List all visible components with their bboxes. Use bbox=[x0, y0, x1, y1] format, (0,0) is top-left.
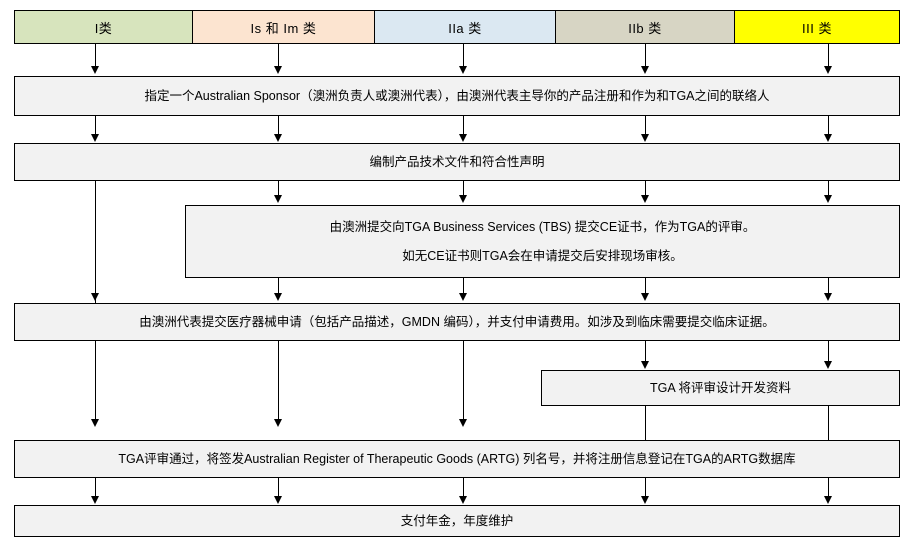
connector-line-c2-c bbox=[278, 181, 279, 197]
connector-line-c5-a bbox=[828, 44, 829, 68]
step-box-application: 由澳洲代表提交医疗器械申请（包括产品描述，GMDN 编码），并支付申请费用。如涉… bbox=[14, 303, 900, 341]
step-text-design-review: TGA 将评审设计开发资料 bbox=[650, 380, 791, 395]
connector-arrow-c5-d bbox=[824, 293, 832, 301]
connector-arrow-c1-a bbox=[91, 66, 99, 74]
step-box-artg-listing: TGA评审通过，将签发Australian Register of Therap… bbox=[14, 440, 900, 478]
category-label-class-2b: IIb 类 bbox=[628, 20, 662, 36]
category-cell-class-3: III 类 bbox=[735, 11, 899, 43]
connector-line-c2-d bbox=[278, 278, 279, 295]
connector-arrow-c3-c bbox=[459, 195, 467, 203]
connector-arrow-c3-f bbox=[459, 419, 467, 427]
connector-arrow-c2-a bbox=[274, 66, 282, 74]
step-box-annual-fee: 支付年金，年度维护 bbox=[14, 505, 900, 537]
step-text-application: 由澳洲代表提交医疗器械申请（包括产品描述，GMDN 编码），并支付申请费用。如涉… bbox=[139, 314, 775, 329]
category-label-class-is-im: Is 和 Im 类 bbox=[250, 20, 317, 36]
category-header-row: I类 Is 和 Im 类 IIa 类 IIb 类 III 类 bbox=[14, 10, 900, 44]
connector-arrow-c4-a bbox=[641, 66, 649, 74]
connector-line-c4-b bbox=[645, 116, 646, 136]
step-text-ce-certificate-1: 由澳洲提交向TGA Business Services (TBS) 提交CE证书… bbox=[329, 220, 756, 235]
connector-line-c1-b bbox=[95, 116, 96, 136]
category-label-class-2a: IIa 类 bbox=[448, 20, 482, 36]
connector-arrow-c5-b bbox=[824, 134, 832, 142]
connector-arrow-c4-c bbox=[641, 195, 649, 203]
connector-arrow-c1-f bbox=[91, 419, 99, 427]
step-text-sponsor: 指定一个Australian Sponsor（澳洲负责人或澳洲代表），由澳洲代表… bbox=[144, 88, 770, 103]
connector-arrow-c5-a bbox=[824, 66, 832, 74]
connector-line-c3-c bbox=[463, 181, 464, 197]
step-box-ce-certificate: 由澳洲提交向TGA Business Services (TBS) 提交CE证书… bbox=[185, 205, 900, 278]
connector-line-c4-d bbox=[645, 278, 646, 295]
connector-arrow-c2-f bbox=[274, 419, 282, 427]
connector-arrow-c3-b bbox=[459, 134, 467, 142]
connector-arrow-c2-g bbox=[274, 496, 282, 504]
connector-arrow-c1-b bbox=[91, 134, 99, 142]
connector-arrow-c2-b bbox=[274, 134, 282, 142]
connector-arrow-c3-g bbox=[459, 496, 467, 504]
connector-arrow-c1-d bbox=[91, 293, 99, 301]
connector-arrow-c5-e bbox=[824, 361, 832, 369]
connector-line-c3-g bbox=[463, 478, 464, 498]
category-label-class-3: III 类 bbox=[802, 20, 832, 36]
connector-line-c4-e bbox=[645, 341, 646, 363]
connector-line-c1-g bbox=[95, 478, 96, 498]
connector-arrow-c4-b bbox=[641, 134, 649, 142]
connector-line-c1-a bbox=[95, 44, 96, 68]
connector-arrow-c3-d bbox=[459, 293, 467, 301]
category-cell-class-2a: IIa 类 bbox=[375, 11, 556, 43]
category-label-class-1: I类 bbox=[94, 20, 113, 36]
connector-arrow-c2-d bbox=[274, 293, 282, 301]
connector-line-c5-b bbox=[828, 116, 829, 136]
connector-line-c5-d bbox=[828, 278, 829, 295]
connector-line-c5-g bbox=[828, 478, 829, 498]
category-cell-class-is-im: Is 和 Im 类 bbox=[193, 11, 375, 43]
step-text-ce-certificate-2: 如无CE证书则TGA会在申请提交后安排现场审核。 bbox=[402, 248, 683, 263]
connector-line-c3-d bbox=[463, 278, 464, 295]
connector-arrow-c2-c bbox=[274, 195, 282, 203]
connector-line-c4-a bbox=[645, 44, 646, 68]
connector-arrow-c5-g bbox=[824, 496, 832, 504]
connector-arrow-c5-c bbox=[824, 195, 832, 203]
connector-line-c2-g bbox=[278, 478, 279, 498]
connector-line-c1-bypass-ce bbox=[95, 181, 96, 303]
connector-line-c2-bypass-design bbox=[278, 341, 279, 421]
connector-arrow-c4-g bbox=[641, 496, 649, 504]
connector-line-c5-c bbox=[828, 181, 829, 197]
connector-arrow-c1-g bbox=[91, 496, 99, 504]
category-cell-class-2b: IIb 类 bbox=[556, 11, 735, 43]
connector-line-c4-f bbox=[645, 406, 646, 440]
connector-line-c2-a bbox=[278, 44, 279, 68]
connector-line-c4-g bbox=[645, 478, 646, 498]
connector-line-c1-bypass-design bbox=[95, 341, 96, 421]
category-cell-class-1: I类 bbox=[15, 11, 193, 43]
step-box-technical-file: 编制产品技术文件和符合性声明 bbox=[14, 143, 900, 181]
connector-line-c2-b bbox=[278, 116, 279, 136]
connector-arrow-c4-e bbox=[641, 361, 649, 369]
connector-line-c3-bypass-design bbox=[463, 341, 464, 421]
step-text-annual-fee: 支付年金，年度维护 bbox=[400, 513, 514, 528]
step-text-artg-listing: TGA评审通过，将签发Australian Register of Therap… bbox=[118, 451, 796, 466]
connector-arrow-c4-d bbox=[641, 293, 649, 301]
connector-line-c5-f bbox=[828, 406, 829, 440]
connector-line-c4-c bbox=[645, 181, 646, 197]
step-box-sponsor: 指定一个Australian Sponsor（澳洲负责人或澳洲代表），由澳洲代表… bbox=[14, 76, 900, 116]
connector-line-c3-b bbox=[463, 116, 464, 136]
connector-arrow-c3-a bbox=[459, 66, 467, 74]
step-box-design-review: TGA 将评审设计开发资料 bbox=[541, 370, 900, 406]
connector-line-c3-a bbox=[463, 44, 464, 68]
step-text-technical-file: 编制产品技术文件和符合性声明 bbox=[369, 154, 545, 169]
connector-line-c5-e bbox=[828, 341, 829, 363]
